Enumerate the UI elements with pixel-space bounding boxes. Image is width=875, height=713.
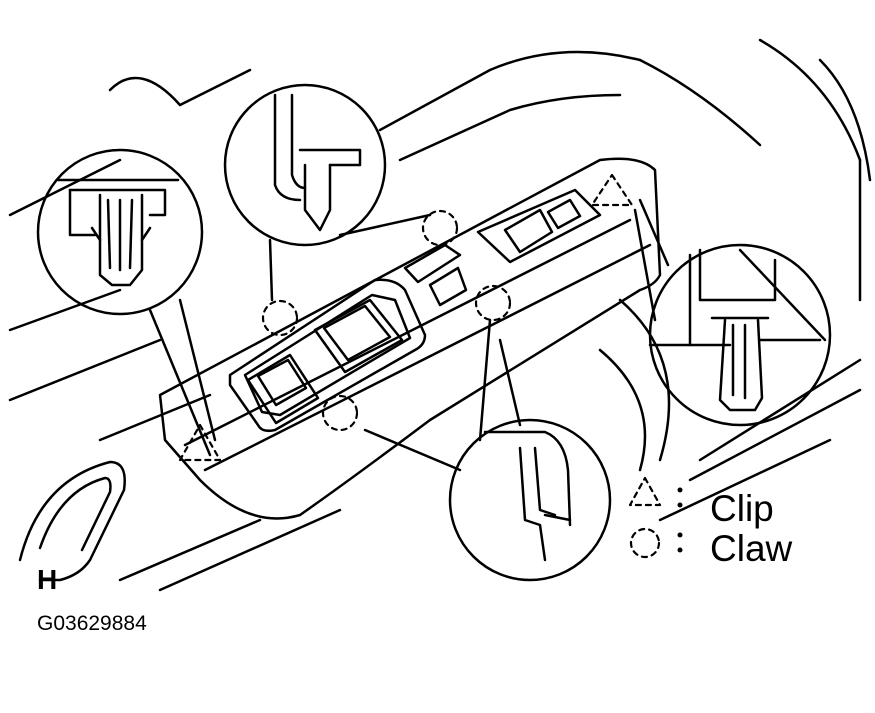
- figure-code: G03629884: [37, 612, 147, 635]
- switch-panel: [158, 157, 662, 520]
- door-trim-background: [8, 38, 872, 592]
- claw-marker-2: [421, 209, 459, 247]
- clip-marker-2: [590, 173, 634, 207]
- detail-callout-top-left: [36, 148, 217, 457]
- claw-marker-1: [261, 299, 299, 337]
- clip-marker-1: [178, 423, 222, 462]
- corner-letter: H: [37, 564, 58, 595]
- claw-markers: [261, 209, 512, 432]
- legend-clip-label: Clip: [710, 488, 774, 529]
- legend-claw-circle-icon: [629, 527, 661, 559]
- legend-claw-label: Claw: [710, 528, 793, 569]
- legend-clip-triangle-icon: [628, 476, 662, 507]
- clip-markers: [178, 173, 634, 462]
- armrest-handle: [18, 460, 126, 582]
- window-switch-right: [313, 298, 404, 374]
- detail-callout-bottom: [363, 318, 612, 582]
- claw-marker-4: [321, 394, 359, 432]
- window-switch-left: [246, 353, 320, 425]
- mirror-switch-housing: [476, 188, 602, 264]
- claw-marker-3: [474, 284, 512, 322]
- legend-symbols: [628, 476, 662, 559]
- lock-switch: [403, 243, 462, 284]
- detail-callout-top-center: [223, 83, 432, 302]
- legend-colons: [677, 487, 683, 553]
- detail-callout-right: [633, 198, 832, 427]
